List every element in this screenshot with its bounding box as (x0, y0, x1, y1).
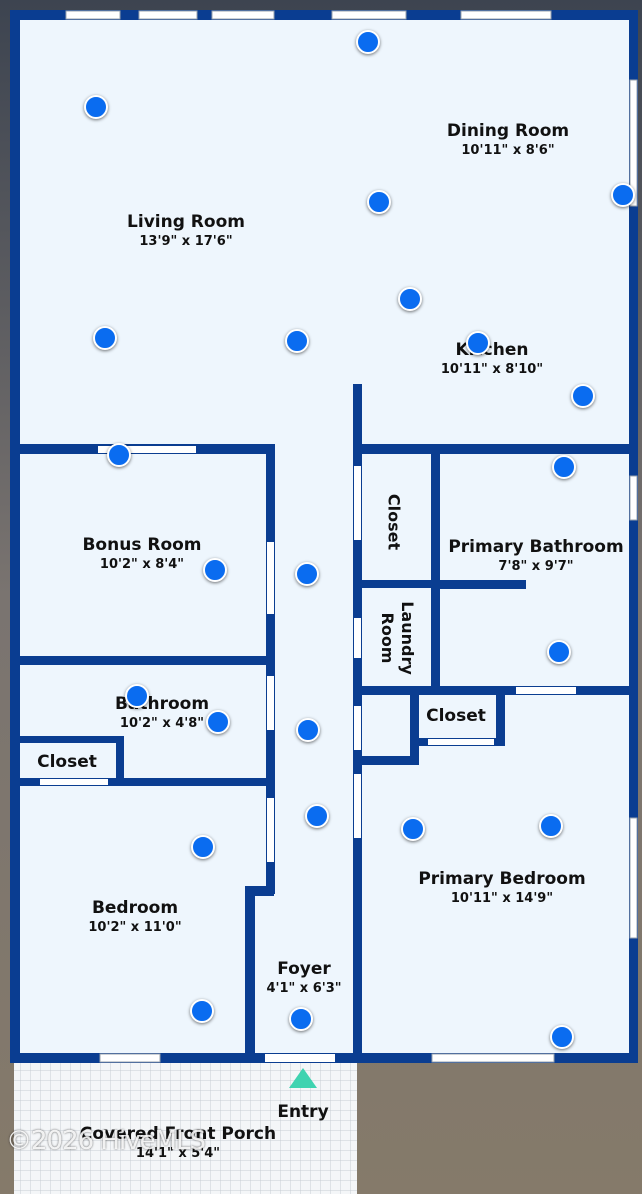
photo-hotspot[interactable] (367, 190, 391, 214)
photo-hotspot[interactable] (190, 999, 214, 1023)
room-name: Living Room (127, 212, 245, 232)
room-dims: 10'11" x 8'6" (461, 143, 555, 158)
photo-hotspot[interactable] (552, 455, 576, 479)
room-dims: 14'1" x 5'4" (135, 1146, 221, 1161)
photo-hotspot[interactable] (191, 835, 215, 859)
room-name: Bonus Room (82, 535, 202, 555)
room-foyer: Foyer 4'1" x 6'3" (266, 959, 341, 997)
entry-marker-icon (289, 1068, 317, 1088)
room-name: Closet (37, 752, 97, 772)
room-primary-bath: Primary Bathroom 7'8" x 9'7" (448, 537, 623, 575)
photo-hotspot[interactable] (296, 718, 320, 742)
copyright-watermark: ©2026 HiveMLS (6, 1126, 206, 1156)
photo-hotspot[interactable] (285, 329, 309, 353)
room-bonus: Bonus Room 10'2" x 8'4" (82, 535, 201, 573)
room-name: Dining Room (446, 121, 570, 141)
photo-hotspot[interactable] (547, 640, 571, 664)
photo-hotspot[interactable] (295, 562, 319, 586)
photo-hotspot[interactable] (539, 814, 563, 838)
room-laundry: Laundry Room (378, 601, 417, 675)
room-dims: 13'9" x 17'6" (139, 234, 233, 249)
room-name: Foyer (277, 959, 331, 979)
photo-hotspot[interactable] (356, 30, 380, 54)
photo-hotspot[interactable] (84, 95, 108, 119)
photo-hotspot[interactable] (611, 183, 635, 207)
photo-hotspot[interactable] (550, 1025, 574, 1049)
photo-hotspot[interactable] (206, 710, 230, 734)
room-closet-left: Closet (37, 752, 97, 772)
room-name: Primary Bathroom (448, 537, 624, 557)
photo-hotspot[interactable] (305, 804, 329, 828)
room-dims: 10'11" x 8'10" (440, 362, 544, 377)
room-kitchen: Kitchen 10'11" x 8'10" (441, 340, 543, 378)
room-dims: 10'11" x 14'9" (450, 891, 554, 906)
photo-hotspot[interactable] (107, 443, 131, 467)
photo-hotspot[interactable] (571, 384, 595, 408)
photo-hotspot[interactable] (398, 287, 422, 311)
room-name: Kitchen (455, 340, 529, 360)
room-name: Bedroom (91, 898, 179, 918)
photo-hotspot[interactable] (203, 558, 227, 582)
photo-hotspot[interactable] (466, 331, 490, 355)
room-dining: Dining Room 10'11" x 8'6" (447, 121, 569, 159)
entry-label: Entry (277, 1102, 329, 1122)
room-name: Closet (426, 706, 486, 726)
room-dims: 10'2" x 8'4" (99, 557, 185, 572)
room-porch: Covered Front Porch 14'1" x 5'4" (80, 1124, 276, 1162)
photo-hotspot[interactable] (93, 326, 117, 350)
room-name: Covered Front Porch (79, 1124, 277, 1144)
building-floor (10, 10, 636, 1062)
room-dims: 10'2" x 4'8" (119, 716, 205, 731)
room-dims: 7'8" x 9'7" (498, 559, 574, 574)
room-dims: 10'2" x 11'0" (88, 920, 182, 935)
room-living: Living Room 13'9" x 17'6" (127, 212, 245, 250)
room-primary-bed: Primary Bedroom 10'11" x 14'9" (418, 869, 585, 907)
room-name: Primary Bedroom (418, 869, 586, 889)
room-closet-primary: Closet (426, 706, 486, 726)
photo-hotspot[interactable] (125, 684, 149, 708)
room-dims: 4'1" x 6'3" (266, 981, 342, 996)
photo-hotspot[interactable] (401, 817, 425, 841)
room-closet-center: Closet (384, 493, 404, 551)
room-bedroom: Bedroom 10'2" x 11'0" (88, 898, 181, 936)
openings (40, 10, 638, 1063)
photo-hotspot[interactable] (289, 1007, 313, 1031)
